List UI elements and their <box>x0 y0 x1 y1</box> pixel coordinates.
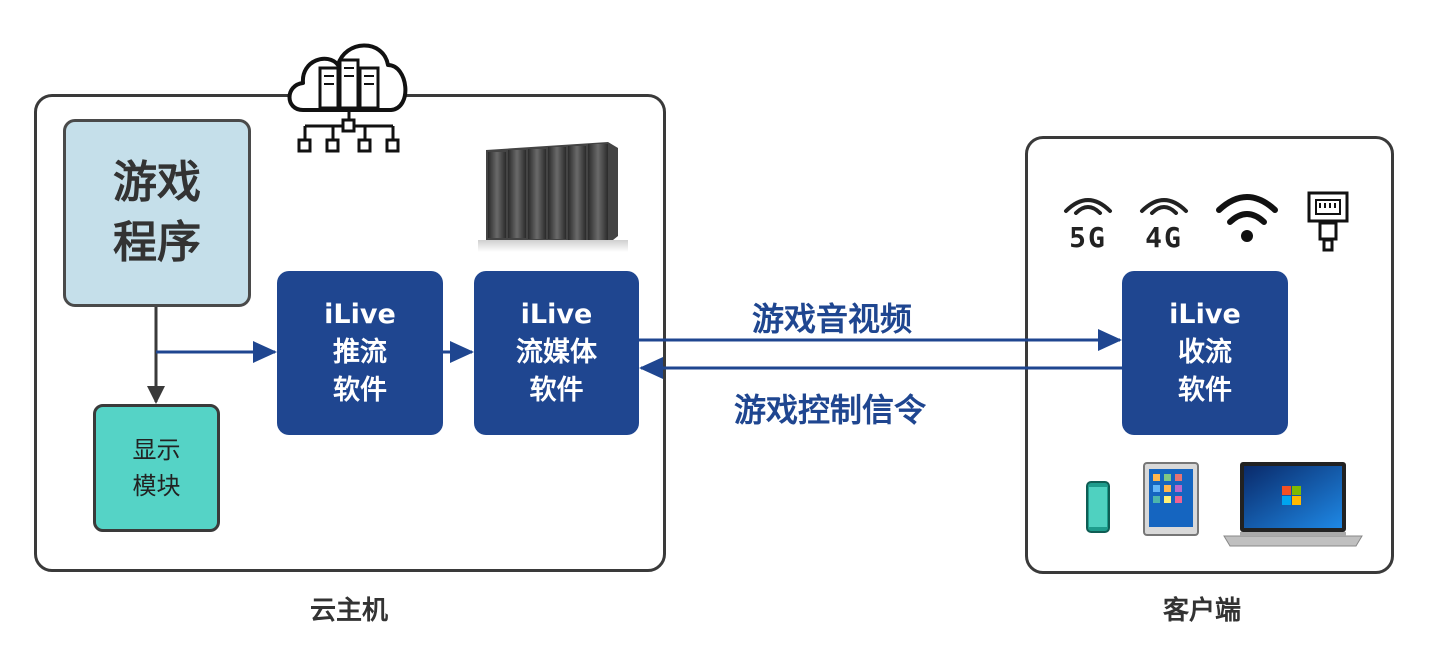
display-module-label-line2: 模块 <box>132 472 181 500</box>
5g-label: 5G <box>1069 221 1107 254</box>
phone-icon <box>1086 481 1110 533</box>
media-software-line2: 流媒体 <box>516 337 597 368</box>
display-module-label-line1: 显示 <box>132 436 181 464</box>
receive-software-line1: iLive <box>1169 299 1241 330</box>
ethernet-port-icon <box>1306 190 1350 254</box>
4g-signal-icon: 4G <box>1134 185 1194 255</box>
cloud-host-label: 云主机 <box>310 596 389 626</box>
game-program-label-line2: 程序 <box>113 217 201 268</box>
wifi-icon <box>1214 190 1280 246</box>
5g-signal-icon: 5G <box>1058 185 1118 255</box>
tablet-icon <box>1143 462 1199 536</box>
receive-software-line2: 收流 <box>1178 337 1232 368</box>
4g-label: 4G <box>1145 221 1183 254</box>
push-software-box: iLive 推流 软件 <box>277 271 443 435</box>
push-software-line2: 推流 <box>333 337 387 368</box>
media-software-line1: iLive <box>520 299 593 330</box>
client-label: 客户端 <box>1163 596 1242 626</box>
cloud-server-icon <box>283 30 413 160</box>
display-module-box: 显示 模块 <box>93 404 220 532</box>
media-software-line3: 软件 <box>529 375 584 406</box>
media-software-box: iLive 流媒体 软件 <box>474 271 639 435</box>
push-software-line1: iLive <box>324 299 396 330</box>
receive-software-box: iLive 收流 软件 <box>1122 271 1288 435</box>
game-program-box: 游戏 程序 <box>63 119 251 307</box>
push-software-line3: 软件 <box>333 375 387 406</box>
game-program-label-line1: 游戏 <box>113 157 201 208</box>
receive-software-line3: 软件 <box>1178 375 1232 406</box>
laptop-icon <box>1222 460 1364 548</box>
control-signal-label: 游戏控制信令 <box>734 391 927 429</box>
server-rack-icon <box>478 140 628 252</box>
av-stream-label: 游戏音视频 <box>752 300 913 338</box>
